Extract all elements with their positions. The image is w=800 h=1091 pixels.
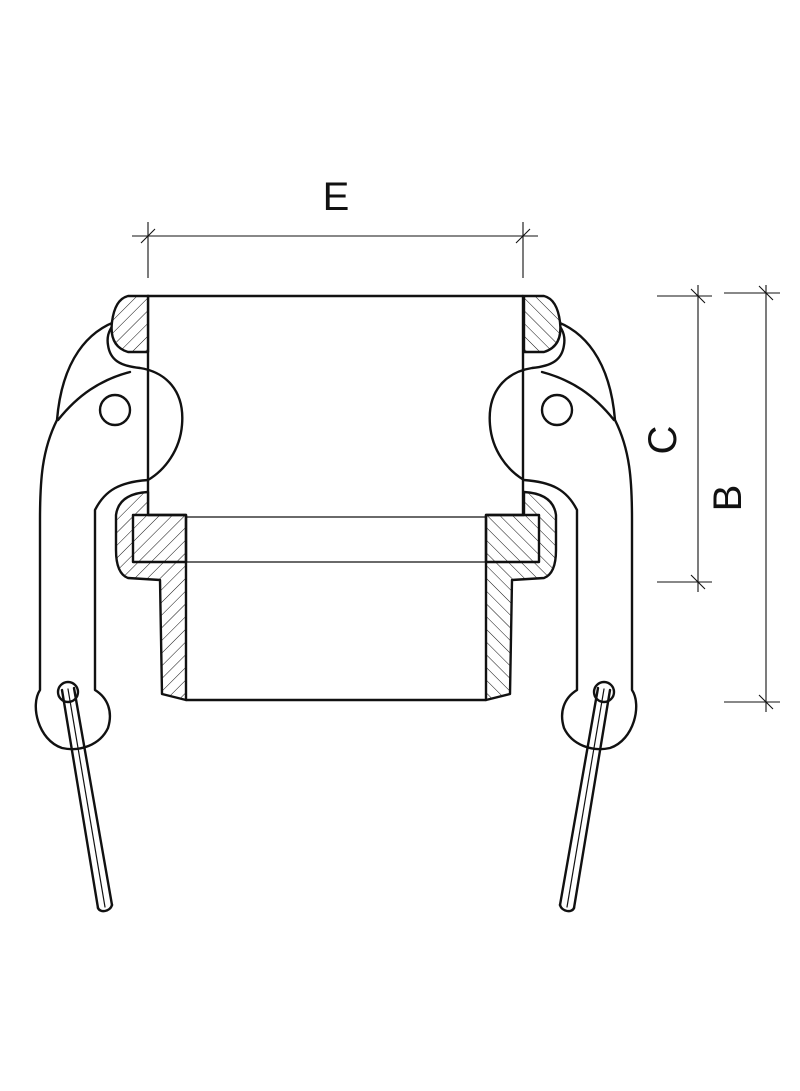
left-gasket-recess	[131, 513, 188, 564]
right-handle-tip	[558, 903, 576, 913]
dimension-c: C	[641, 285, 712, 592]
left-cam-arm	[34, 318, 184, 751]
left-handle-tip	[96, 903, 114, 913]
left-handle-pin	[56, 680, 80, 704]
dimension-c-tick-top	[690, 288, 706, 304]
left-top-lip-section	[110, 294, 150, 354]
right-handle-pin	[592, 680, 616, 704]
dimension-b-tick-top	[758, 285, 774, 301]
dimension-e-tick-left	[140, 228, 156, 244]
coupling-body	[34, 294, 638, 913]
left-pivot-hole	[98, 393, 132, 427]
right-handle-rod-outer	[572, 688, 612, 910]
left-cam-arm-inner	[56, 370, 132, 422]
right-top-lip-section	[522, 294, 562, 354]
right-cam-arm-inner	[540, 370, 616, 422]
dimension-c-tick-bottom	[690, 574, 706, 590]
right-half	[484, 294, 638, 913]
dimension-c-label: C	[641, 426, 685, 455]
dimension-b-tick-bottom	[758, 694, 774, 710]
left-handle-rod-inner	[72, 686, 114, 907]
left-body-section	[114, 490, 188, 702]
left-handle-rod-center	[67, 688, 106, 908]
left-half	[34, 294, 188, 913]
right-handle-rod-inner	[558, 686, 600, 907]
dimension-e-tick-right	[515, 228, 531, 244]
right-body-section	[484, 490, 558, 702]
dimension-b-label: B	[706, 485, 750, 512]
right-handle-rod-center	[566, 688, 605, 908]
right-cam-arm	[488, 318, 638, 751]
left-handle-rod-outer	[60, 688, 100, 910]
dimension-b: B	[706, 285, 780, 712]
right-pivot-hole	[540, 393, 574, 427]
dimension-e: E	[132, 175, 538, 278]
right-gasket-recess	[484, 513, 541, 564]
dimension-e-label: E	[323, 175, 350, 219]
